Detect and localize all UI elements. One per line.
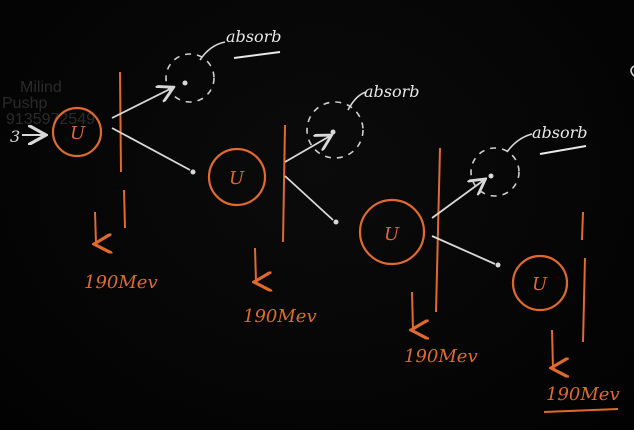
fission-divider bbox=[435, 147, 441, 313]
absorb-underline bbox=[539, 145, 587, 155]
stage-4: U 190Mev bbox=[511, 211, 620, 413]
nucleus-label: U bbox=[229, 168, 245, 189]
fission-divider bbox=[119, 71, 122, 173]
absorbed-neutron-dot bbox=[488, 173, 494, 179]
uranium-nucleus bbox=[51, 106, 103, 158]
absorb-pointer bbox=[199, 41, 226, 61]
neutron-arrow bbox=[111, 88, 172, 119]
fission-divider bbox=[582, 257, 586, 343]
watermark-surname: Pushp bbox=[2, 95, 48, 112]
absorber-dashed-circle bbox=[470, 147, 520, 197]
nucleus-label: U bbox=[70, 123, 86, 144]
uranium-nucleus bbox=[358, 198, 426, 266]
uranium-nucleus bbox=[207, 147, 267, 207]
stage-3: U absorb 190Mev bbox=[358, 123, 588, 367]
energy-arrow bbox=[95, 211, 96, 244]
neutron-arrow bbox=[431, 180, 484, 219]
edge-mark bbox=[630, 65, 634, 77]
nucleus-label: U bbox=[532, 274, 548, 295]
neutron-dot bbox=[333, 219, 339, 225]
energy-arrow bbox=[255, 247, 256, 282]
neutron-arrow bbox=[111, 127, 191, 171]
absorb-label: absorb bbox=[532, 123, 588, 142]
absorber-dashed-circle bbox=[306, 101, 364, 159]
absorbed-neutron-dot bbox=[182, 80, 188, 86]
watermark-phone: 9135972549 bbox=[6, 111, 95, 128]
fission-divider bbox=[282, 124, 286, 243]
energy-label: 190Mev bbox=[243, 306, 317, 327]
absorb-underline bbox=[233, 51, 281, 59]
energy-underline bbox=[543, 408, 619, 413]
energy-label: 190Mev bbox=[404, 346, 478, 367]
uranium-nucleus bbox=[511, 254, 569, 312]
absorber-dashed-circle bbox=[165, 53, 215, 103]
absorb-label: absorb bbox=[226, 27, 282, 46]
watermark-name: Milind bbox=[20, 79, 62, 96]
energy-label: 190Mev bbox=[84, 272, 158, 293]
neutron-dot bbox=[190, 169, 196, 175]
absorb-pointer bbox=[506, 133, 533, 153]
absorb-label: absorb bbox=[364, 82, 420, 101]
neutron-arrow bbox=[431, 235, 496, 265]
energy-arrow bbox=[412, 291, 413, 330]
neutron-arrow bbox=[284, 136, 330, 163]
energy-arrow bbox=[552, 329, 553, 368]
absorb-pointer bbox=[347, 91, 367, 111]
neutron-arrow bbox=[284, 175, 334, 221]
fission-divider bbox=[123, 189, 126, 229]
fission-divider bbox=[581, 211, 584, 241]
absorbed-neutron-dot bbox=[330, 129, 336, 135]
watermark: Milind Pushp 9135972549 bbox=[0, 80, 95, 128]
incoming-neutron-label: 3 bbox=[10, 127, 20, 146]
stage-1: U absorb 190Mev bbox=[51, 27, 282, 293]
energy-label: 190Mev bbox=[546, 384, 620, 405]
nucleus-label: U bbox=[384, 224, 400, 245]
neutron-dot bbox=[495, 262, 501, 268]
stage-2: U absorb 190Mev bbox=[207, 82, 420, 327]
